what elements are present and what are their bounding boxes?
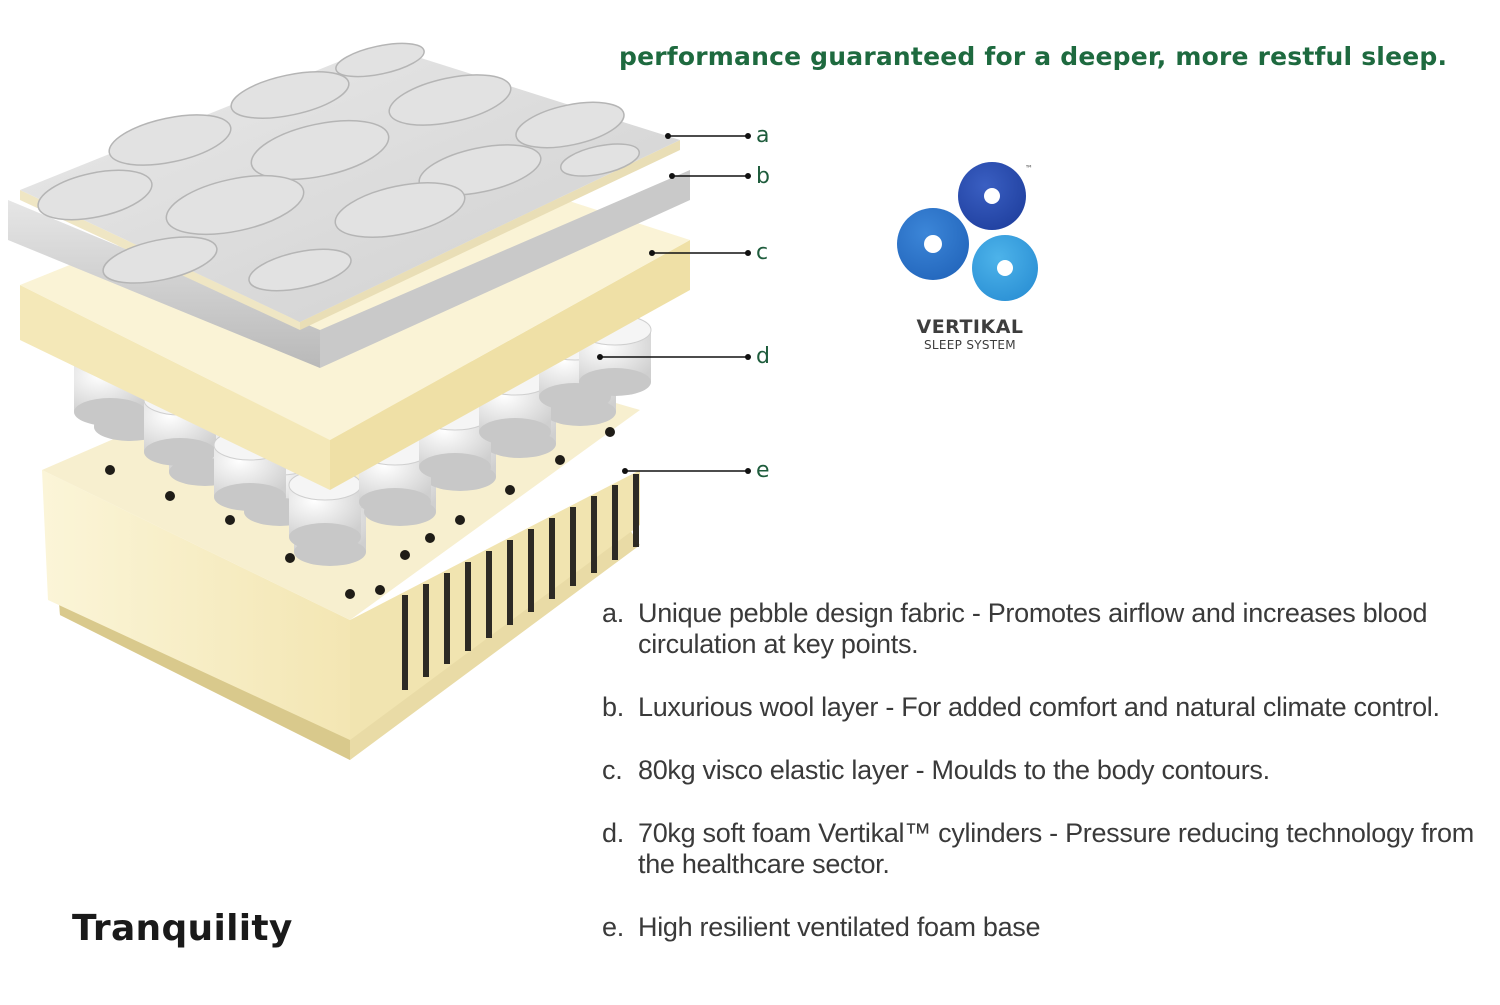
cylinder-base (479, 418, 551, 446)
pebble (335, 42, 425, 78)
pebble (388, 74, 512, 126)
pebble (248, 248, 352, 292)
callout-label-d: d (756, 344, 770, 369)
ventilation-hole (605, 427, 615, 437)
mattress-layers-diagram (8, 42, 751, 760)
callout-label-c: c (756, 240, 769, 265)
logo-wordmark: VERTIKAL (916, 316, 1024, 338)
cylinder-base (359, 488, 431, 516)
feature-item-a: a. Unique pebble design fabric - Promotes… (602, 598, 1492, 660)
ventilation-hole (225, 515, 235, 525)
pebble (560, 143, 640, 177)
feature-item-d: d. 70kg soft foam Vertikal™ cylinders - P… (602, 818, 1492, 880)
vertikal-circles-icon (897, 162, 1038, 301)
ventilation-hole (455, 515, 465, 525)
feature-marker: c. (602, 755, 623, 785)
feature-marker: e. (602, 912, 624, 942)
ventilation-hole (425, 533, 435, 543)
feature-marker: a. (602, 598, 624, 628)
feature-marker: b. (602, 692, 624, 722)
callout-label-a: a (756, 123, 770, 148)
feature-item-b: b. Luxurious wool layer - For added comfo… (602, 692, 1492, 723)
pebble (165, 174, 305, 236)
feature-text: Unique pebble design fabric - Promotes a… (638, 598, 1428, 659)
ventilation-hole (165, 491, 175, 501)
callout-lines (600, 135, 748, 472)
vertikal-logo: ™ VERTIKAL SLEEP SYSTEM (880, 150, 1060, 370)
ventilation-hole (345, 589, 355, 599)
feature-item-e: e. High resilient ventilated foam base (602, 912, 1492, 943)
ventilation-hole (375, 585, 385, 595)
ventilation-hole (285, 553, 295, 563)
ventilation-hole (105, 465, 115, 475)
callout-label-e: e (756, 458, 770, 483)
cylinder-base (419, 453, 491, 481)
pebble-fabric-layer (20, 42, 680, 330)
ventilation-hole (505, 485, 515, 495)
callout-label-b: b (756, 164, 770, 189)
pebble (102, 236, 218, 284)
feature-marker: d. (602, 818, 624, 848)
headline: performance guaranteed for a deeper, mor… (619, 42, 1448, 71)
feature-text: 70kg soft foam Vertikal™ cylinders - Pre… (638, 818, 1474, 879)
pebble (108, 114, 232, 166)
feature-text: 80kg visco elastic layer - Moulds to the… (638, 755, 1270, 785)
ventilation-hole (400, 550, 410, 560)
ventilation-hole (555, 455, 565, 465)
cylinder-base (579, 368, 651, 396)
cylinder-base (144, 438, 216, 466)
feature-text: High resilient ventilated foam base (638, 912, 1041, 942)
cylinder-base (289, 523, 361, 551)
wool-layer (8, 170, 690, 368)
pebble (515, 101, 625, 149)
ventilation-slots (402, 474, 639, 690)
feature-list: a. Unique pebble design fabric - Promotes… (602, 598, 1492, 975)
feature-text: Luxurious wool layer - For added comfort… (638, 692, 1440, 722)
cylinder-base (214, 483, 286, 511)
pebble-pattern (37, 42, 640, 292)
pebble (230, 71, 350, 119)
callout-dots (597, 133, 751, 474)
logo-subtitle: SLEEP SYSTEM (924, 338, 1016, 352)
pebble (37, 169, 153, 221)
product-name: Tranquility (72, 908, 293, 949)
feature-item-c: c. 80kg visco elastic layer - Moulds to t… (602, 755, 1492, 786)
cylinder-base (74, 398, 146, 426)
logo-trademark: ™ (1025, 164, 1033, 173)
ventilation-holes (105, 427, 615, 599)
pebble (334, 182, 466, 238)
pebble (250, 119, 390, 181)
